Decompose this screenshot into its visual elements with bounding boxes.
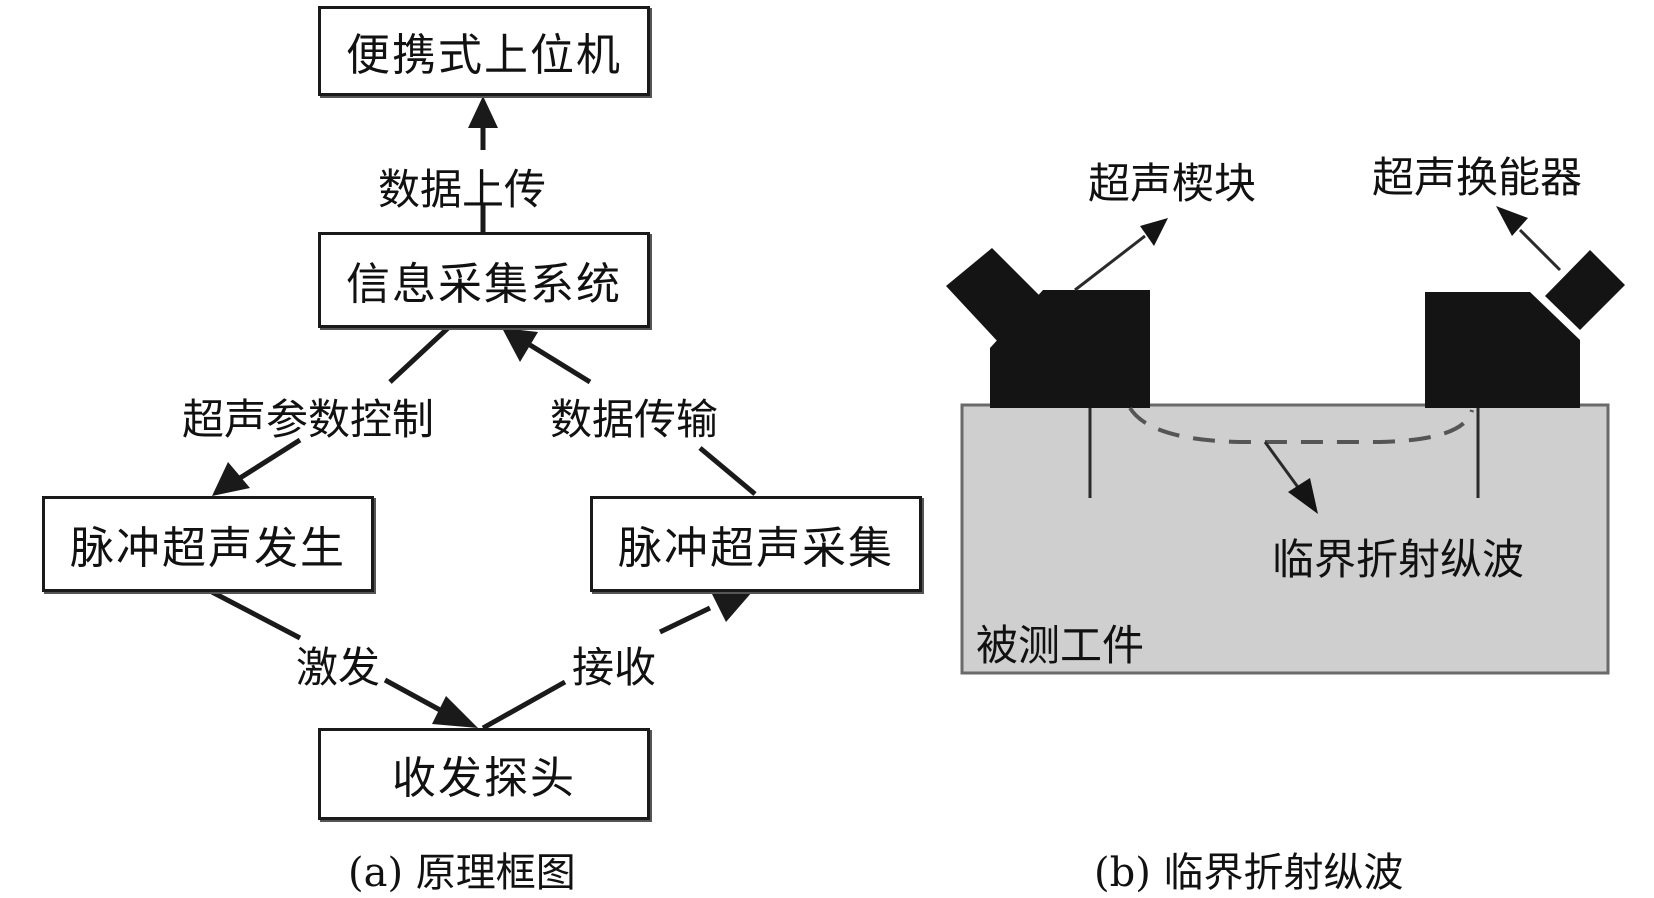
refracted-wave-path <box>1128 406 1474 444</box>
caption-a: (a) 原理框图 <box>348 850 576 896</box>
wedge-label: 超声楔块 <box>1088 159 1257 208</box>
excite-edge-label: 激发 <box>296 643 381 692</box>
caption-b: (b) 临界折射纵波 <box>1094 850 1404 896</box>
receive-line-2 <box>658 605 712 635</box>
param-control-line <box>388 326 450 384</box>
probe-label: 收发探头 <box>392 753 576 804</box>
transducer-label: 超声换能器 <box>1372 153 1583 202</box>
data-transfer-line-2 <box>528 342 592 385</box>
param-control-arrowhead <box>212 462 250 496</box>
right-wedge <box>1425 292 1580 408</box>
right-transducer <box>1545 250 1625 330</box>
pulse-collect-box: 脉冲超声采集 <box>590 496 922 592</box>
left-wedge <box>990 290 1150 408</box>
probe-box: 收发探头 <box>318 728 650 820</box>
data-transfer-arrowhead <box>502 328 538 362</box>
pulse-generate-label: 脉冲超声发生 <box>70 523 346 574</box>
host-box-label: 便携式上位机 <box>346 30 622 81</box>
param-control-line-2 <box>238 437 302 481</box>
receive-line <box>481 679 567 731</box>
transducer-pointer-line <box>1518 228 1562 272</box>
left-transducer <box>946 248 1048 344</box>
upload-arrowhead <box>468 96 498 128</box>
param-control-edge-label: 超声参数控制 <box>182 395 435 444</box>
upload-edge-label: 数据上传 <box>378 165 547 214</box>
acquisition-system-label: 信息采集系统 <box>346 259 622 310</box>
data-transfer-edge-label: 数据传输 <box>550 395 719 444</box>
wave-pointer-arrowhead <box>1288 478 1318 514</box>
excite-line <box>210 589 302 641</box>
wave-pointer-line <box>1263 441 1302 491</box>
excite-line-2 <box>383 677 442 713</box>
workpiece-label: 被测工件 <box>976 621 1145 670</box>
transducer-pointer-arrowhead <box>1496 206 1528 236</box>
pulse-generate-box: 脉冲超声发生 <box>42 496 374 592</box>
workpiece-block <box>960 403 1610 675</box>
wedge-pointer-arrowhead <box>1140 218 1168 246</box>
excite-arrowhead <box>432 696 478 728</box>
receive-edge-label: 接收 <box>572 643 657 692</box>
pulse-collect-label: 脉冲超声采集 <box>618 523 894 574</box>
acquisition-system-box: 信息采集系统 <box>318 232 650 328</box>
data-transfer-line <box>698 446 757 496</box>
wave-label: 临界折射纵波 <box>1272 535 1525 584</box>
wedge-pointer-line <box>1074 234 1146 292</box>
host-box: 便携式上位机 <box>318 6 650 96</box>
receive-arrowhead <box>712 592 752 622</box>
